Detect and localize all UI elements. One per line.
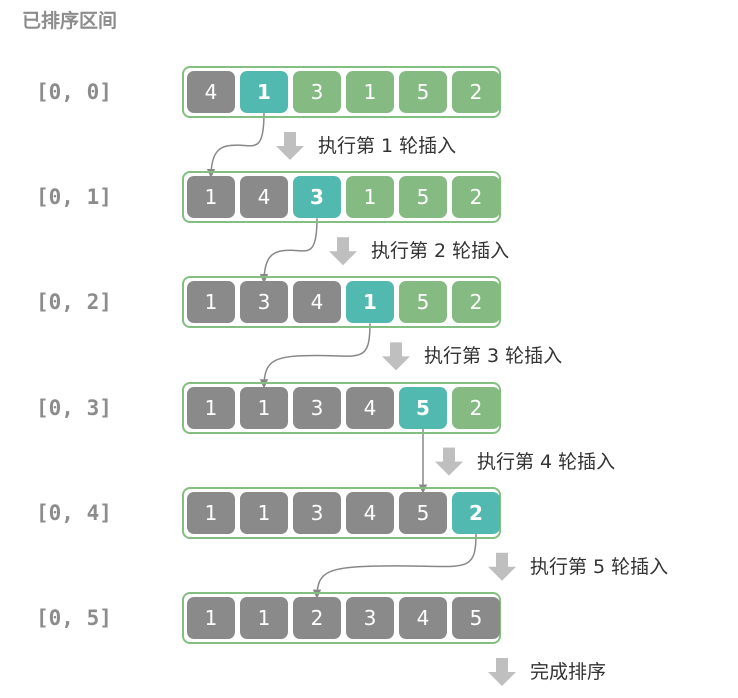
array-cell-sorted: 1 [187, 491, 235, 534]
array-cell-sorted: 4 [293, 281, 341, 324]
array-cell-unsorted: 2 [452, 71, 500, 113]
array-cell-key: 1 [240, 71, 288, 113]
array-cell-sorted: 4 [399, 597, 447, 639]
array-cell-unsorted: 2 [452, 386, 500, 429]
step-label: 执行第 4 轮插入 [477, 450, 616, 473]
array-cell-sorted: 3 [293, 491, 341, 534]
array-cell-sorted: 1 [187, 386, 235, 429]
array-cell-unsorted: 3 [293, 71, 341, 113]
range-label: [0, 4] [36, 500, 112, 525]
array-cell-sorted: 2 [293, 597, 341, 639]
array-cell-sorted: 1 [240, 597, 288, 639]
down-arrow-icon [488, 658, 516, 686]
array-cell-sorted: 1 [240, 491, 288, 534]
down-arrow-icon [276, 132, 304, 160]
range-label: [0, 0] [36, 80, 112, 104]
step-label: 执行第 1 轮插入 [318, 135, 457, 157]
array-cell-key: 3 [293, 176, 341, 219]
array-cell-key: 2 [452, 491, 500, 534]
array-cell-sorted: 3 [240, 281, 288, 324]
array-cell-unsorted: 1 [346, 71, 394, 113]
array-cell-sorted: 4 [346, 386, 394, 429]
array-cell-unsorted: 2 [452, 176, 500, 219]
array-cell-sorted: 4 [240, 176, 288, 219]
step-label: 执行第 2 轮插入 [371, 240, 510, 263]
insertion-arrow [312, 533, 477, 600]
down-arrow-icon [382, 342, 410, 371]
step-label: 执行第 5 轮插入 [530, 555, 669, 578]
array-cell-sorted: 5 [452, 597, 500, 639]
array-cell-sorted: 1 [187, 281, 235, 324]
insertion-arrow [259, 323, 371, 389]
array-cell-key: 1 [346, 281, 394, 324]
array-cell-sorted: 4 [187, 71, 235, 113]
insertion-arrow [259, 218, 318, 284]
array-cell-unsorted: 5 [399, 176, 447, 219]
array-cell-key: 5 [399, 386, 447, 429]
diagram-title: 已排序区间 [22, 10, 118, 32]
array-cell-sorted: 3 [346, 597, 394, 639]
array-cell-unsorted: 2 [452, 281, 500, 324]
insertion-arrow [206, 112, 265, 179]
range-label: [0, 3] [36, 395, 112, 420]
down-arrow-icon [435, 447, 463, 476]
array-cell-unsorted: 1 [346, 176, 394, 219]
range-label: [0, 2] [36, 290, 112, 315]
down-arrow-icon [488, 552, 516, 581]
array-cell-sorted: 1 [187, 176, 235, 219]
array-cell-unsorted: 5 [399, 281, 447, 324]
array-cell-sorted: 3 [293, 386, 341, 429]
step-label: 执行第 3 轮插入 [424, 345, 563, 368]
array-cell-unsorted: 5 [399, 71, 447, 113]
array-cell-sorted: 5 [399, 491, 447, 534]
down-arrow-icon [329, 237, 357, 266]
array-cell-sorted: 1 [187, 597, 235, 639]
range-label: [0, 1] [36, 185, 112, 210]
array-cell-sorted: 4 [346, 491, 394, 534]
range-label: [0, 5] [36, 606, 112, 630]
step-label: 完成排序 [530, 661, 607, 683]
array-cell-sorted: 1 [240, 386, 288, 429]
